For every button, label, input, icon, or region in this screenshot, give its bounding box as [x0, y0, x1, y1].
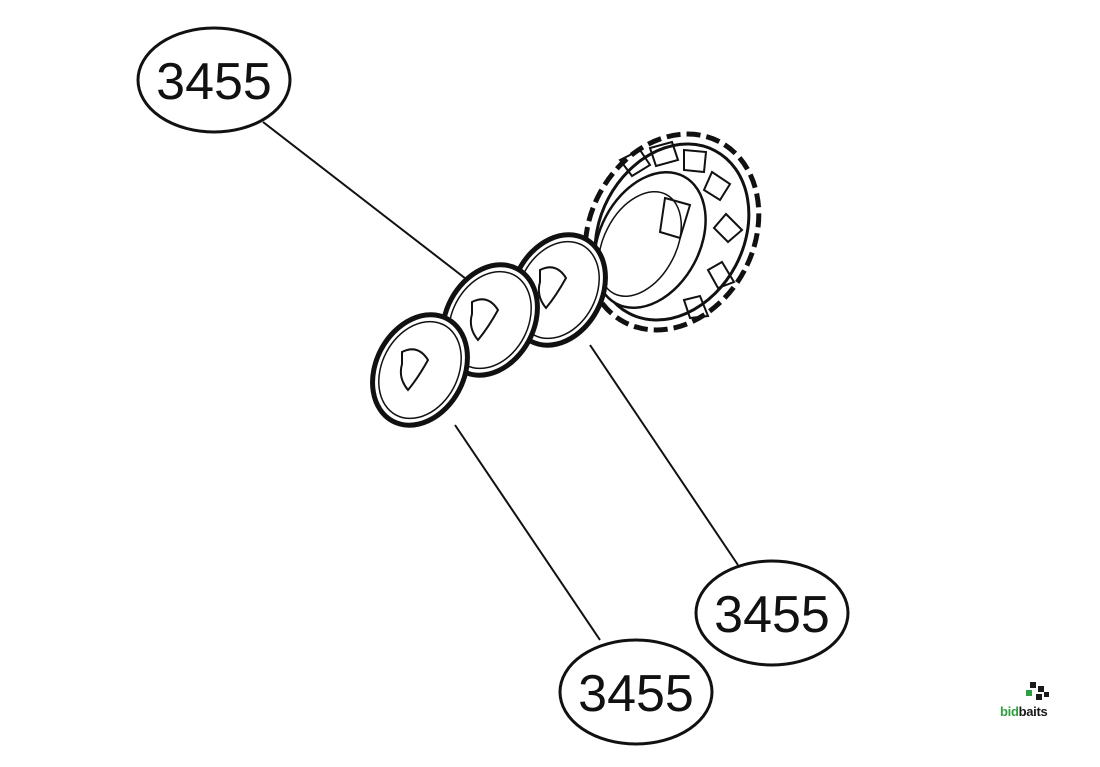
gear-part — [582, 131, 762, 333]
callout-top-left: 3455 — [136, 26, 292, 134]
callout-bottom-label: 3455 — [578, 665, 694, 723]
washer-1 — [370, 312, 470, 428]
brand-prefix: bid — [1000, 704, 1019, 719]
callout-right-label: 3455 — [714, 586, 830, 644]
brand-wordmark: bidbaits — [1000, 704, 1048, 719]
callout-right: 3455 — [694, 559, 850, 667]
brand-suffix: baits — [1018, 704, 1048, 719]
leader-line-right — [589, 344, 739, 566]
brand-logo-icon — [1026, 682, 1049, 700]
callout-bottom: 3455 — [558, 638, 714, 746]
leader-line-bottom — [454, 424, 601, 641]
leader-line-top — [262, 121, 471, 283]
callout-top-left-label: 3455 — [156, 53, 272, 111]
